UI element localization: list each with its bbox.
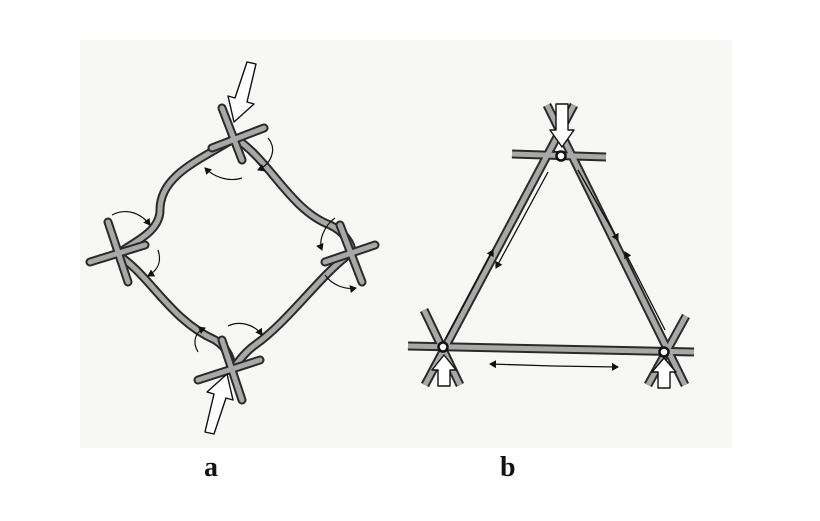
pin-top-icon [555, 150, 567, 162]
caption-b: b [500, 452, 516, 483]
pin-joints [437, 150, 670, 358]
load-arrow-bottom-icon [204, 373, 234, 435]
pin-left-icon [437, 341, 449, 353]
rotation-arrows [111, 137, 357, 353]
pin-right-icon [658, 346, 670, 358]
truss-members [407, 102, 695, 388]
frame-members [113, 133, 357, 375]
panel-a-diagram [85, 61, 380, 435]
load-arrow-right-b-icon [651, 357, 677, 389]
axial-force-arrows [445, 169, 666, 371]
figure-background [80, 40, 732, 448]
frame-joints [85, 103, 380, 405]
caption-a: a [204, 452, 218, 483]
load-arrow-top-icon [227, 61, 257, 123]
load-arrow-top-b-icon [549, 103, 575, 148]
panel-b-diagram [407, 102, 695, 389]
load-arrow-left-b-icon [431, 354, 457, 387]
